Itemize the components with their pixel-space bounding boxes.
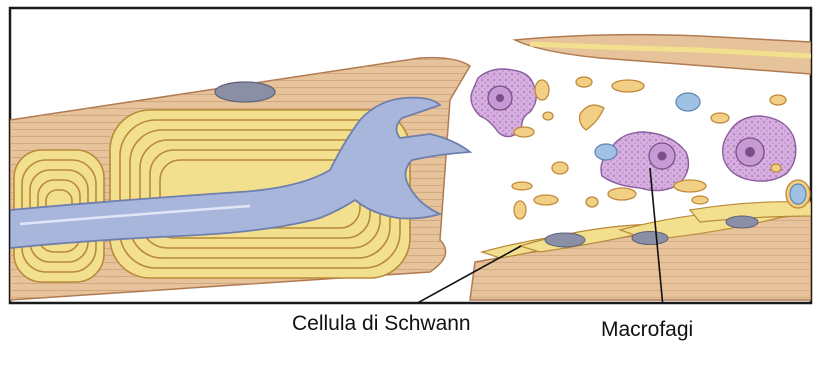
schwann-nucleus (726, 216, 758, 228)
macrophage (723, 116, 796, 181)
schwann-nucleus (545, 233, 585, 247)
schwann-nucleus (632, 232, 668, 245)
schwann-nucleus (215, 82, 275, 102)
macrophages-label: Macrofagi (601, 318, 693, 342)
schwann-cell-label: Cellula di Schwann (292, 312, 471, 336)
